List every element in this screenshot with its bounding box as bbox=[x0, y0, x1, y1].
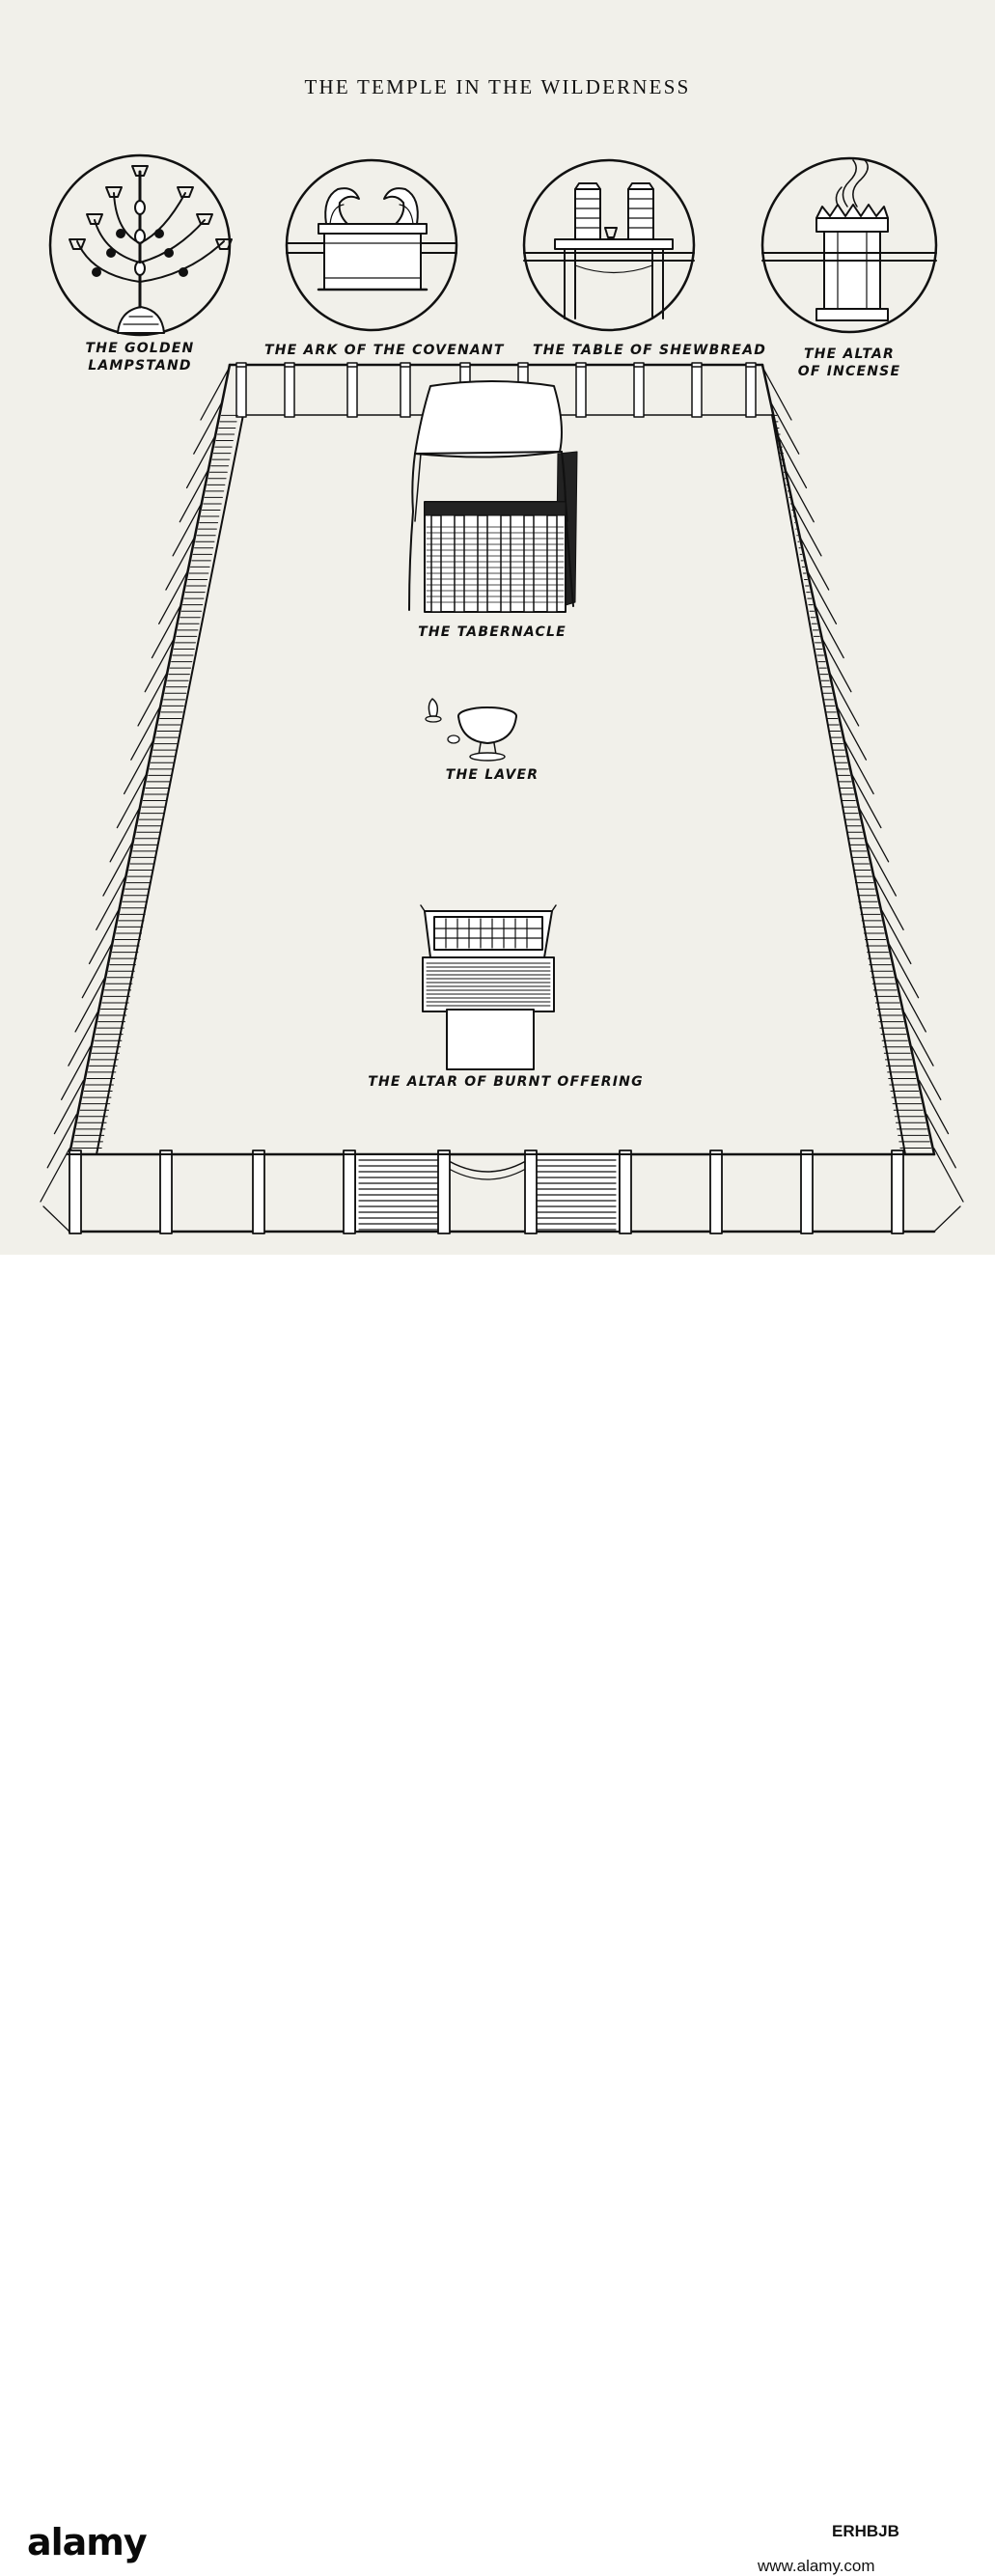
image-id: ERHBJB bbox=[832, 2522, 899, 2540]
stock-footer: alamy ERHBJB www.alamy.com bbox=[0, 1255, 995, 2575]
label-tabernacle: THE TABERNACLE bbox=[418, 624, 567, 640]
tabernacle-drawing bbox=[40, 153, 964, 1234]
incense-medallion bbox=[760, 156, 938, 334]
tabernacle-tent bbox=[408, 380, 578, 613]
courtyard-enclosure bbox=[40, 362, 964, 1234]
burnt-offering-altar bbox=[420, 904, 557, 1070]
label-lampstand-1: THE GOLDEN bbox=[85, 341, 195, 356]
illustration-page: THE TEMPLE IN THE WILDERNESS bbox=[0, 0, 995, 1255]
page-title: THE TEMPLE IN THE WILDERNESS bbox=[304, 75, 691, 98]
shewbread-medallion bbox=[522, 158, 696, 332]
label-ark: THE ARK OF THE COVENANT bbox=[264, 343, 505, 358]
label-laver: THE LAVER bbox=[445, 767, 539, 783]
alamy-logo: alamy bbox=[27, 2521, 148, 2563]
laver-object bbox=[425, 698, 517, 762]
ark-medallion bbox=[285, 158, 458, 332]
label-incense-1: THE ALTAR bbox=[803, 346, 896, 362]
stock-url: www.alamy.com bbox=[758, 2557, 875, 2575]
label-table: THE TABLE OF SHEWBREAD bbox=[533, 343, 767, 358]
lampstand-medallion bbox=[48, 153, 233, 337]
label-lampstand-2: LAMPSTAND bbox=[88, 358, 192, 374]
label-incense-2: OF INCENSE bbox=[797, 364, 901, 379]
label-altar: THE ALTAR OF BURNT OFFERING bbox=[368, 1074, 644, 1090]
